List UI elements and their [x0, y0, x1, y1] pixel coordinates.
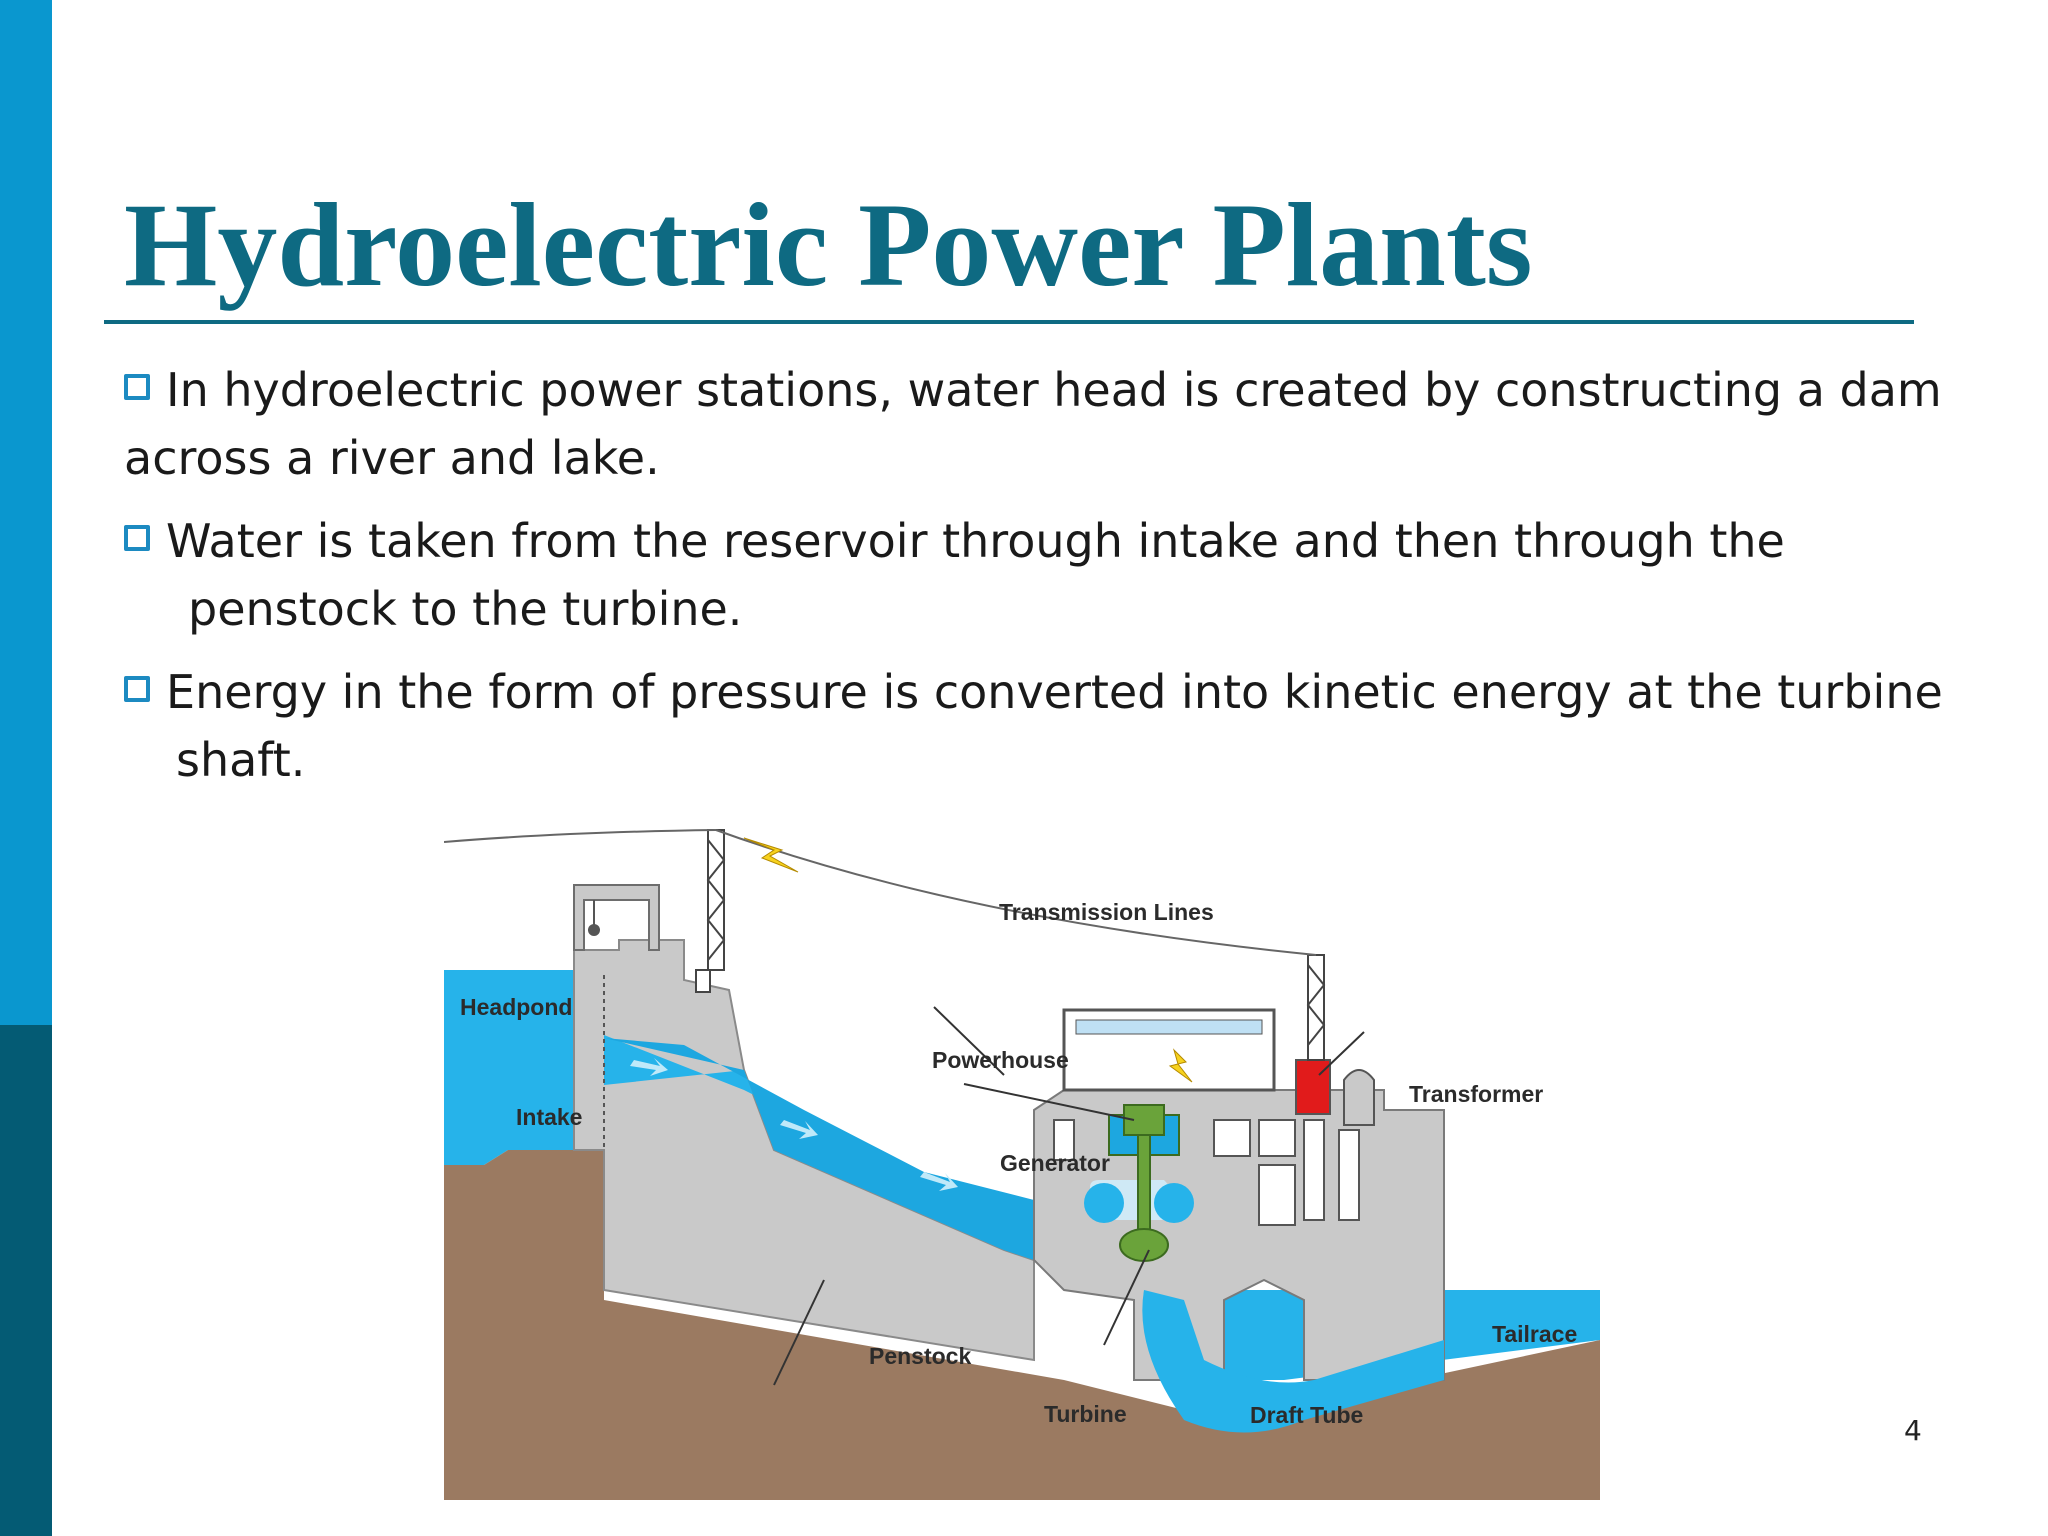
leader-generator [963, 1083, 1135, 1121]
scroll-case-right [1154, 1183, 1194, 1223]
bullet-text-line1: In hydroelectric power stations, water h… [166, 363, 1942, 417]
arrow-icon [630, 1058, 668, 1076]
bullet-text-line2: shaft. [176, 733, 306, 787]
label-powerhouse: Powerhouse [932, 1047, 1069, 1073]
label-transformer: Transformer [1409, 1081, 1543, 1107]
bullet-list: In hydroelectric power stations, water h… [124, 356, 1984, 809]
turbine-icon [1119, 1228, 1169, 1262]
turbine-shaft [1137, 1134, 1151, 1236]
arrow-icon [920, 1172, 958, 1191]
window-1 [1053, 1119, 1075, 1161]
lightning-small-icon [1168, 1048, 1193, 1083]
ground-right [1064, 1340, 1600, 1500]
leader-powerhouse [933, 1006, 1005, 1076]
window-2 [1213, 1119, 1251, 1157]
square-bullet-icon [124, 374, 150, 400]
sidebar-accent-top [0, 0, 52, 1025]
penstock-flow [604, 1038, 1034, 1260]
headpond-water [444, 970, 604, 1165]
leader-penstock [773, 1279, 825, 1386]
square-bullet-icon [124, 525, 150, 551]
label-transmission-lines: Transmission Lines [999, 899, 1214, 925]
bullet-text-line1: Water is taken from the reservoir throug… [166, 514, 1785, 568]
draft-tube-water [1142, 1290, 1444, 1433]
label-generator: Generator [1000, 1150, 1110, 1176]
dam-window [695, 969, 711, 993]
page-number: 4 [1904, 1414, 1922, 1447]
square-bullet-icon [124, 676, 150, 702]
bullet-item: Energy in the form of pressure is conver… [124, 658, 1984, 794]
label-turbine: Turbine [1044, 1401, 1127, 1427]
label-intake: Intake [516, 1104, 582, 1130]
leader-lines [773, 1006, 1365, 1386]
window-3 [1258, 1119, 1296, 1157]
leader-transformer [1318, 1031, 1365, 1076]
window-6 [1338, 1129, 1360, 1221]
window-4 [1258, 1164, 1296, 1226]
hydroelectric-plant-diagram: Transmission Lines Headpond Intake Power… [444, 820, 1600, 1500]
slide-title: Hydroelectric Power Plants [124, 178, 1533, 311]
leader-turbine [1103, 1249, 1150, 1346]
bullet-item: In hydroelectric power stations, water h… [124, 356, 1984, 492]
window-5 [1303, 1119, 1325, 1221]
dam-crane [573, 884, 660, 951]
label-draft-tube: Draft Tube [1250, 1402, 1363, 1428]
outbuilding [1343, 1069, 1375, 1126]
lightning-icon [743, 837, 799, 873]
tower-right-lattice [1306, 964, 1326, 1046]
bullet-text-line2: penstock to the turbine. [188, 582, 743, 636]
scroll-case-left [1084, 1183, 1124, 1223]
bullet-text-line2: across a river and lake. [124, 431, 660, 485]
tower-left-lattice [706, 839, 726, 961]
label-headpond: Headpond [460, 994, 572, 1020]
bullet-item: Water is taken from the reservoir throug… [124, 507, 1984, 643]
arrow-icon [780, 1120, 818, 1139]
label-penstock: Penstock [869, 1343, 971, 1369]
transmission-line-right [715, 829, 1317, 956]
bullet-text-line1: Energy in the form of pressure is conver… [166, 665, 1943, 719]
label-tailrace: Tailrace [1492, 1321, 1577, 1347]
crane-hook-icon [588, 924, 600, 936]
sidebar-accent-bottom [0, 1025, 52, 1536]
transmission-line-left [444, 829, 717, 843]
ground-left [444, 1150, 1064, 1500]
title-underline [104, 320, 1914, 324]
crane-rail [1075, 1019, 1263, 1035]
